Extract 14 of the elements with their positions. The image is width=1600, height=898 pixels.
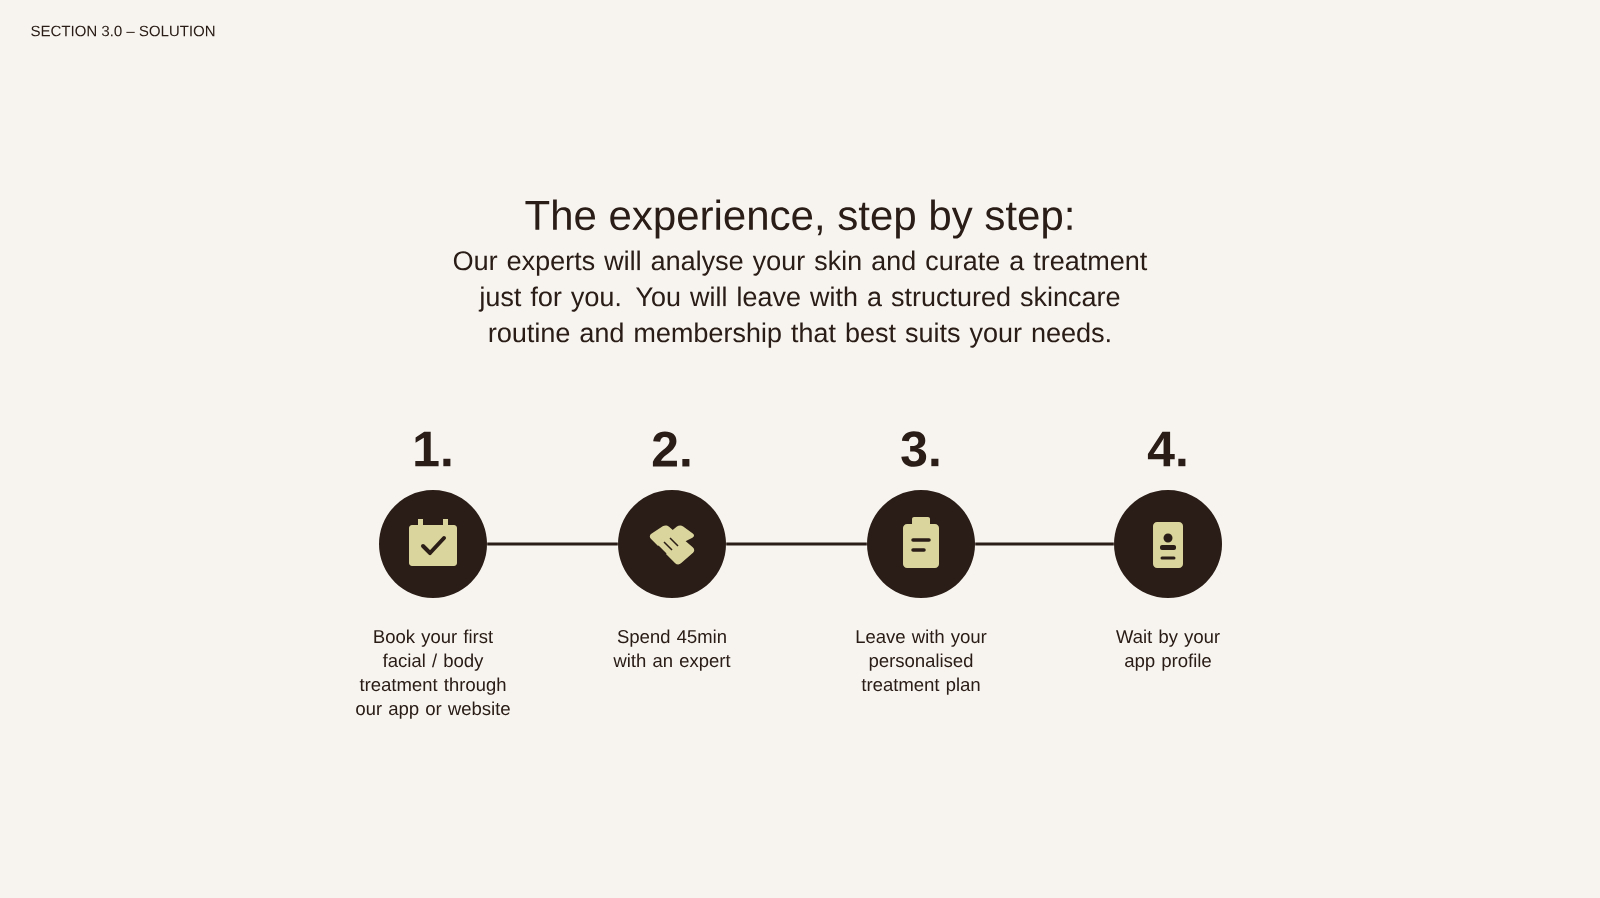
step-number: 3. [901,431,939,467]
step-description: Book your first facial / body treatment through our app or website [356,629,510,719]
step-description: Leave with your personalised treatment plan [856,629,987,695]
subtitle: Our experts will analyse your skin and curate a treatment just for you. You will leave with a structured skincare routine and membership that best suits your needs. [453,250,1148,348]
title: The experience, step by step: [525,199,1072,239]
step-number: 1. [415,431,451,467]
step-number: 2. [652,431,690,467]
connector-line [726,542,867,546]
connector-line [487,542,618,546]
section-header: SECTION 3.0 – SOLUTION [31,25,215,37]
step-number: 4. [1147,431,1186,467]
connector-line [975,542,1114,546]
step-description: Wait by your app profile [1116,629,1220,671]
step-description: Spend 45min with an expert [613,629,731,671]
